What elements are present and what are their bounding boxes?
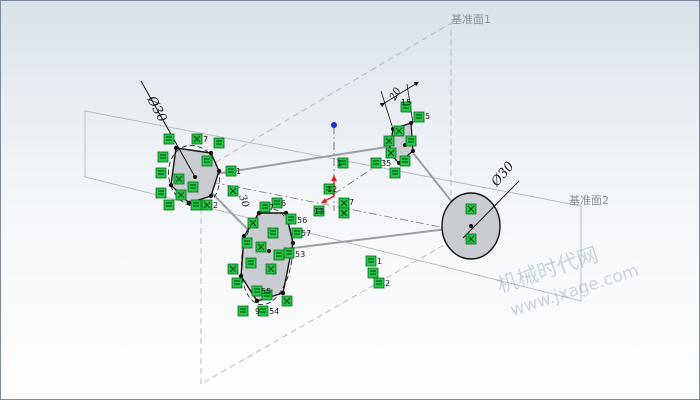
rel-label: 35 — [381, 159, 391, 168]
rel-label: 54 — [269, 307, 279, 316]
rel-label: 15 — [401, 98, 411, 107]
dia-right-leader — [462, 180, 520, 239]
rel-label: 13 — [314, 207, 324, 216]
rel-label: 1 — [337, 159, 342, 168]
rel-label: 7 — [269, 203, 274, 212]
dia-left-leader — [140, 80, 196, 178]
dim-line-top — [379, 81, 420, 108]
plane-2-label: 基准面2 — [569, 194, 609, 207]
guide-line-bottom[interactable] — [268, 225, 472, 252]
rel-label: 1 — [236, 167, 241, 176]
rel-label: 55 — [261, 287, 271, 296]
rel-label: 12 — [327, 185, 337, 194]
plane-1[interactable] — [200, 22, 452, 385]
rel-label: 9 — [255, 307, 260, 316]
rel-label: 2 — [385, 279, 390, 288]
watermark: 机械时代网 www.jxage.com — [494, 242, 641, 320]
rel-label: 57 — [301, 229, 311, 238]
plane-1-label: 基准面1 — [451, 13, 491, 26]
rel-label: 2 — [213, 201, 218, 210]
rel-label: 56 — [297, 216, 307, 225]
center-line — [195, 178, 472, 234]
dimension-dist-mid[interactable]: 30 — [236, 193, 251, 209]
dimension-dia-right[interactable]: Ø30 — [488, 159, 518, 190]
section-circle[interactable] — [441, 192, 501, 260]
rel-label: 6 — [281, 199, 286, 208]
rel-label: 1 — [377, 257, 382, 266]
rel-label: 53 — [295, 250, 305, 259]
dimension-dia-left[interactable]: Ø30 — [143, 93, 169, 125]
rel-label: 7 — [349, 198, 354, 207]
rel-label: 5 — [425, 112, 430, 121]
center-line-2 — [333, 145, 407, 195]
rel-label: 7 — [203, 135, 208, 144]
plane-2[interactable] — [84, 110, 582, 302]
